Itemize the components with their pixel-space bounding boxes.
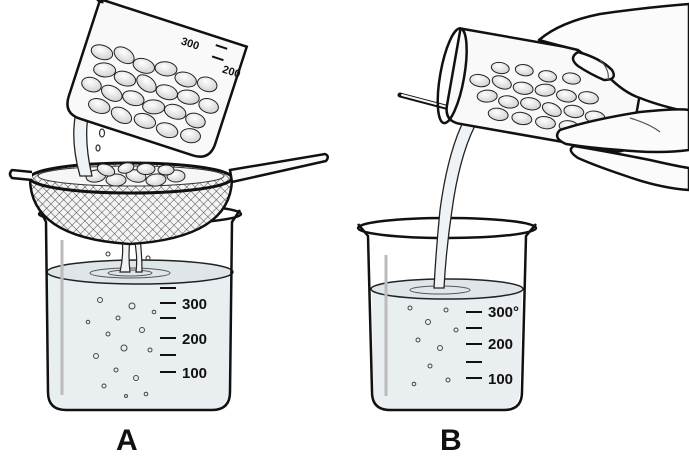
tick-label-200-a: 200 xyxy=(182,331,207,348)
pour-stream-b xyxy=(434,116,478,288)
tick-label-100-b: 100 xyxy=(488,371,513,388)
tick-label-100-a: 100 xyxy=(182,365,207,382)
panel-label-b: B xyxy=(440,426,462,456)
panel-b: 300° 200 100 xyxy=(358,4,689,410)
strainer xyxy=(10,154,328,244)
panel-label-a: A xyxy=(116,426,138,456)
panel-a: 300 200 100 xyxy=(10,0,328,410)
tick-label-300-b: 300° xyxy=(488,304,519,321)
tick-label-200-b: 200 xyxy=(488,336,513,353)
tick-label-300-a: 300 xyxy=(182,296,207,313)
